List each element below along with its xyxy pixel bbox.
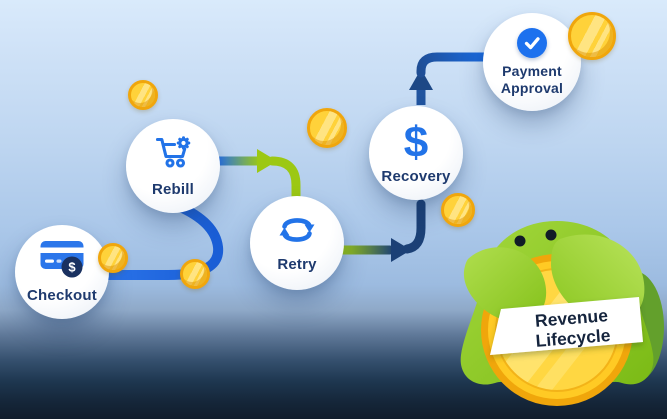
check-badge-icon: [517, 27, 547, 58]
arrowhead-navy-up: [409, 69, 433, 90]
node-label-checkout: Checkout: [27, 287, 97, 304]
revenue-lifecycle-banner: [490, 297, 643, 355]
arrowhead-green: [257, 149, 277, 173]
gold-coin: [128, 80, 158, 110]
gold-coin: [98, 243, 128, 273]
flow-node-retry: Retry: [250, 196, 344, 290]
node-label-retry: Retry: [277, 256, 317, 273]
flow-node-recovery: $ Recovery: [369, 106, 463, 200]
flow-node-rebill: Rebill: [126, 119, 220, 213]
cart-gear-icon: [152, 133, 194, 178]
gold-coin: [307, 108, 347, 148]
refresh-cycle-icon: [276, 212, 318, 253]
arrowhead-navy-right: [391, 238, 411, 262]
dollar-icon: $: [403, 117, 429, 167]
connector-retry-recovery-curve: [402, 199, 426, 254]
flow-node-payment-approval: Payment Approval: [483, 13, 581, 111]
node-label-payment-approval: Payment Approval: [500, 62, 564, 96]
checkout-badge-dollar: $: [68, 260, 76, 275]
credit-card-dollar-icon: $: [39, 239, 85, 284]
flow-node-checkout: $ Checkout: [15, 225, 109, 319]
mascot-left-eye: [514, 235, 526, 247]
gold-coin: [180, 259, 210, 289]
node-label-recovery: Recovery: [381, 167, 451, 185]
connector-recovery-payment: [416, 52, 496, 78]
mascot-right-eye: [545, 229, 557, 241]
node-label-rebill: Rebill: [151, 181, 195, 198]
green-mascot-hugging-coin: Revenue Lifecycle: [460, 221, 664, 406]
mascot-left-wing: [463, 247, 547, 323]
gold-coin: [568, 12, 616, 60]
connector-rebill-retry-curve: [267, 156, 301, 205]
gold-coin: [441, 193, 475, 227]
